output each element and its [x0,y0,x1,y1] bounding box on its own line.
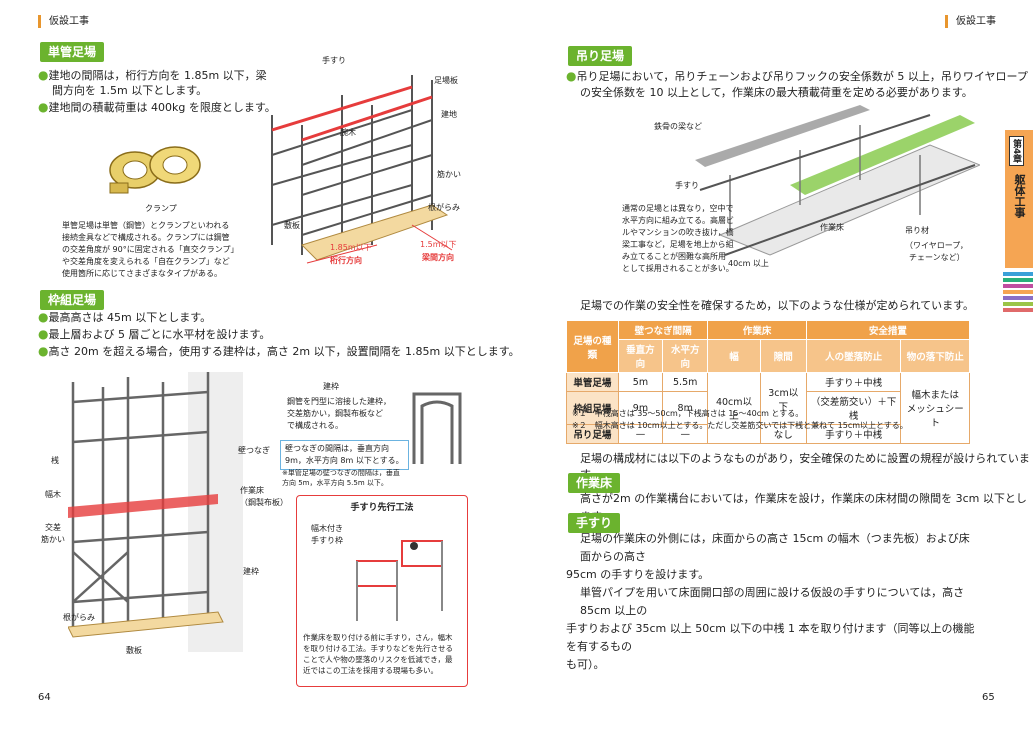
bullet-waku-2: ●最上層および 5 層ごとに水平材を設けます。 [38,327,271,341]
th-horiz: 水平方向 [662,339,709,373]
th-mono: 物の落下防止 [900,339,970,373]
th-kabe: 壁つなぎ間隔 [617,320,709,340]
tsuri-p1: ●吊り足場において，吊りチェーンおよび吊りフックの安全係数が 5 以上，吊りワイ… [566,69,1028,83]
label-wire: （ワイヤロープ， [905,241,968,250]
th-sukima: 隙間 [759,339,807,373]
bullet-tankan-1: ●建地の間隔は，桁行方向を 1.85m 以下，梁 [38,68,267,82]
label-tatewaku: 建枠 [323,382,339,391]
tsuri-note: 通常の足場とは異なり，空中で水平方向に組み立てる。高層ビルやマンションの吹き抜け… [622,204,734,273]
label-chain: チェーンなど） [909,253,965,262]
header-right: 仮設工事 [945,15,996,28]
label-tsuri-yuka: 作業床 [820,223,844,232]
th-anzen: 安全措置 [805,320,971,340]
spec-intro: 足場での作業の安全性を確保するため，以下のような仕様が定められています。 [580,299,975,312]
label-w40: 40cm 以上 [728,259,769,268]
bullet-tankan-2: ●建地間の積載荷重は 400kg を限度とします。 [38,100,276,114]
sakko-illustration [356,540,443,621]
label-habaki: 幅木 [45,490,61,499]
label-sagyoyuka2: （鋼製布板） [240,498,288,507]
tesuri-text: 足場の作業床の外側には，床面からの高さ 15cm の幅木（つま先板）および床面か… [566,532,975,671]
label-kousa1: 交差 [45,523,61,532]
tatewaku-desc: 鋼管を門型に溶接した建枠，交差筋かい，鋼製布板などで構成される。 [287,397,391,430]
label-shiita: 敷板 [284,221,300,230]
label-tesuri: 手すり [322,56,346,65]
tankan-scaffold-diagram [271,75,453,264]
tankan-note: 単管足場は単管（鋼管）とクランプといわれる接続金具などで構成される。クランプには… [62,221,239,278]
label-kousa2: 筋かい [41,535,65,544]
kousei-text: 足場の構成材には以下のようなものがあり，安全確保のために設置の規程が設けられてい… [580,452,1030,481]
header-left: 仮設工事 [38,15,89,28]
yuka-text: 高さが2m の作業構台においては，作業床を設け，作業床の床材間の隙間を 3cm … [580,492,1027,523]
tatewaku-illustration [412,392,462,464]
chapter-color-tabs [1003,272,1033,314]
sakko-box: 手すり先行工法 幅木付き 手すり枠 作業床を取り付ける前に手すり，さん，幅木を取… [296,495,468,687]
section-tankan-title: 単管足場 [40,42,105,62]
label-tatewaku2: 建枠 [243,567,259,576]
kabe-note: ※単管足場の壁つなぎの間隔は，垂直方向 5m，水平方向 5.5m 以下。 [282,469,400,487]
page-number-left: 64 [38,692,51,703]
bullet-waku-3: ●高さ 20m を超える場合，使用する建枠は，高さ 2m 以下，設置間隔を 1.… [38,344,520,358]
label-tsurizai: 吊り材 [905,226,929,235]
th-yuka: 作業床 [707,320,807,340]
wakugumi-scaffold-diagram [68,372,243,652]
th-kind: 足場の種類 [566,320,619,373]
th-vert: 垂直方向 [617,339,664,373]
page-number-right: 65 [982,692,995,703]
label-udegi: 腕木 [340,128,356,137]
spec-table: 足場の種類 壁つなぎ間隔 作業床 安全措置 垂直方向 水平方向 幅 隙間 人の墜… [566,320,971,444]
clamp-label: クランプ [145,204,177,213]
label-negarami-waku: 根がらみ [63,613,95,622]
chapter-name: 躯体工事 [1013,174,1026,219]
label-ketadir: 桁行方向 [330,256,362,265]
label-keta: 1.85m以下 [330,243,372,252]
footnote-2: ※２ 幅木高さは 10cm以上とする。ただし交差筋交いでは下桟と兼ねて 15cm… [572,421,908,430]
section-yuka-title: 作業床 [568,473,621,493]
sakko-lab1: 幅木付き [311,524,343,533]
th-hito: 人の墜落防止 [805,339,902,373]
label-haridir: 梁間方向 [422,253,454,262]
sakko-lab2: 手すり枠 [311,536,343,545]
label-shiita-waku: 敷板 [126,646,142,655]
label-sujikai: 筋かい [437,170,461,179]
footnote-1: ※１ 中桟高さは 35～50cm，下桟高さは 15～40cm とする。 [572,409,804,418]
label-negarami: 根がらみ [428,203,460,212]
label-hari: 1.5m以下 [420,240,457,249]
th-haba: 幅 [707,339,761,373]
clamp-illustration [109,146,201,194]
chapter-tab: 第4章 躯体工事 [1005,130,1033,268]
sakko-desc: 作業床を取り付ける前に手すり，さん，幅木を取り付ける工法。手すりなどを先行させる… [303,633,453,675]
label-tekkotsu: 鉄骨の梁など [654,122,702,131]
label-tsuri-tesuri: 手すり [675,181,699,190]
label-sagyoyuka: 作業床 [240,486,264,495]
section-tsuri-title: 吊り足場 [568,46,633,66]
label-kabetsunagi: 壁つなぎ [238,446,270,455]
tsuri-p2: の安全係数を 10 以上として，作業床の最大積載荷重を定める必要があります。 [580,86,973,99]
label-ashibaban: 足場板 [434,76,458,85]
label-sanzan: 桟 [51,456,59,465]
section-wakugumi-title: 枠組足場 [40,290,105,310]
label-tateji: 建地 [441,110,457,119]
table-row: 吊り足場—— なし 手すり＋中桟 [566,424,970,444]
section-tesuri-title: 手すり [568,513,621,533]
bullet-tankan-1b: 間方向を 1.5m 以下とします。 [52,84,208,97]
sakko-title: 手すり先行工法 [350,503,414,513]
chapter-number: 第4章 [1009,136,1024,167]
tsuri-ashiba-diagram [695,105,980,256]
bullet-waku-1: ●最高高さは 45m 以下とします。 [38,310,212,324]
